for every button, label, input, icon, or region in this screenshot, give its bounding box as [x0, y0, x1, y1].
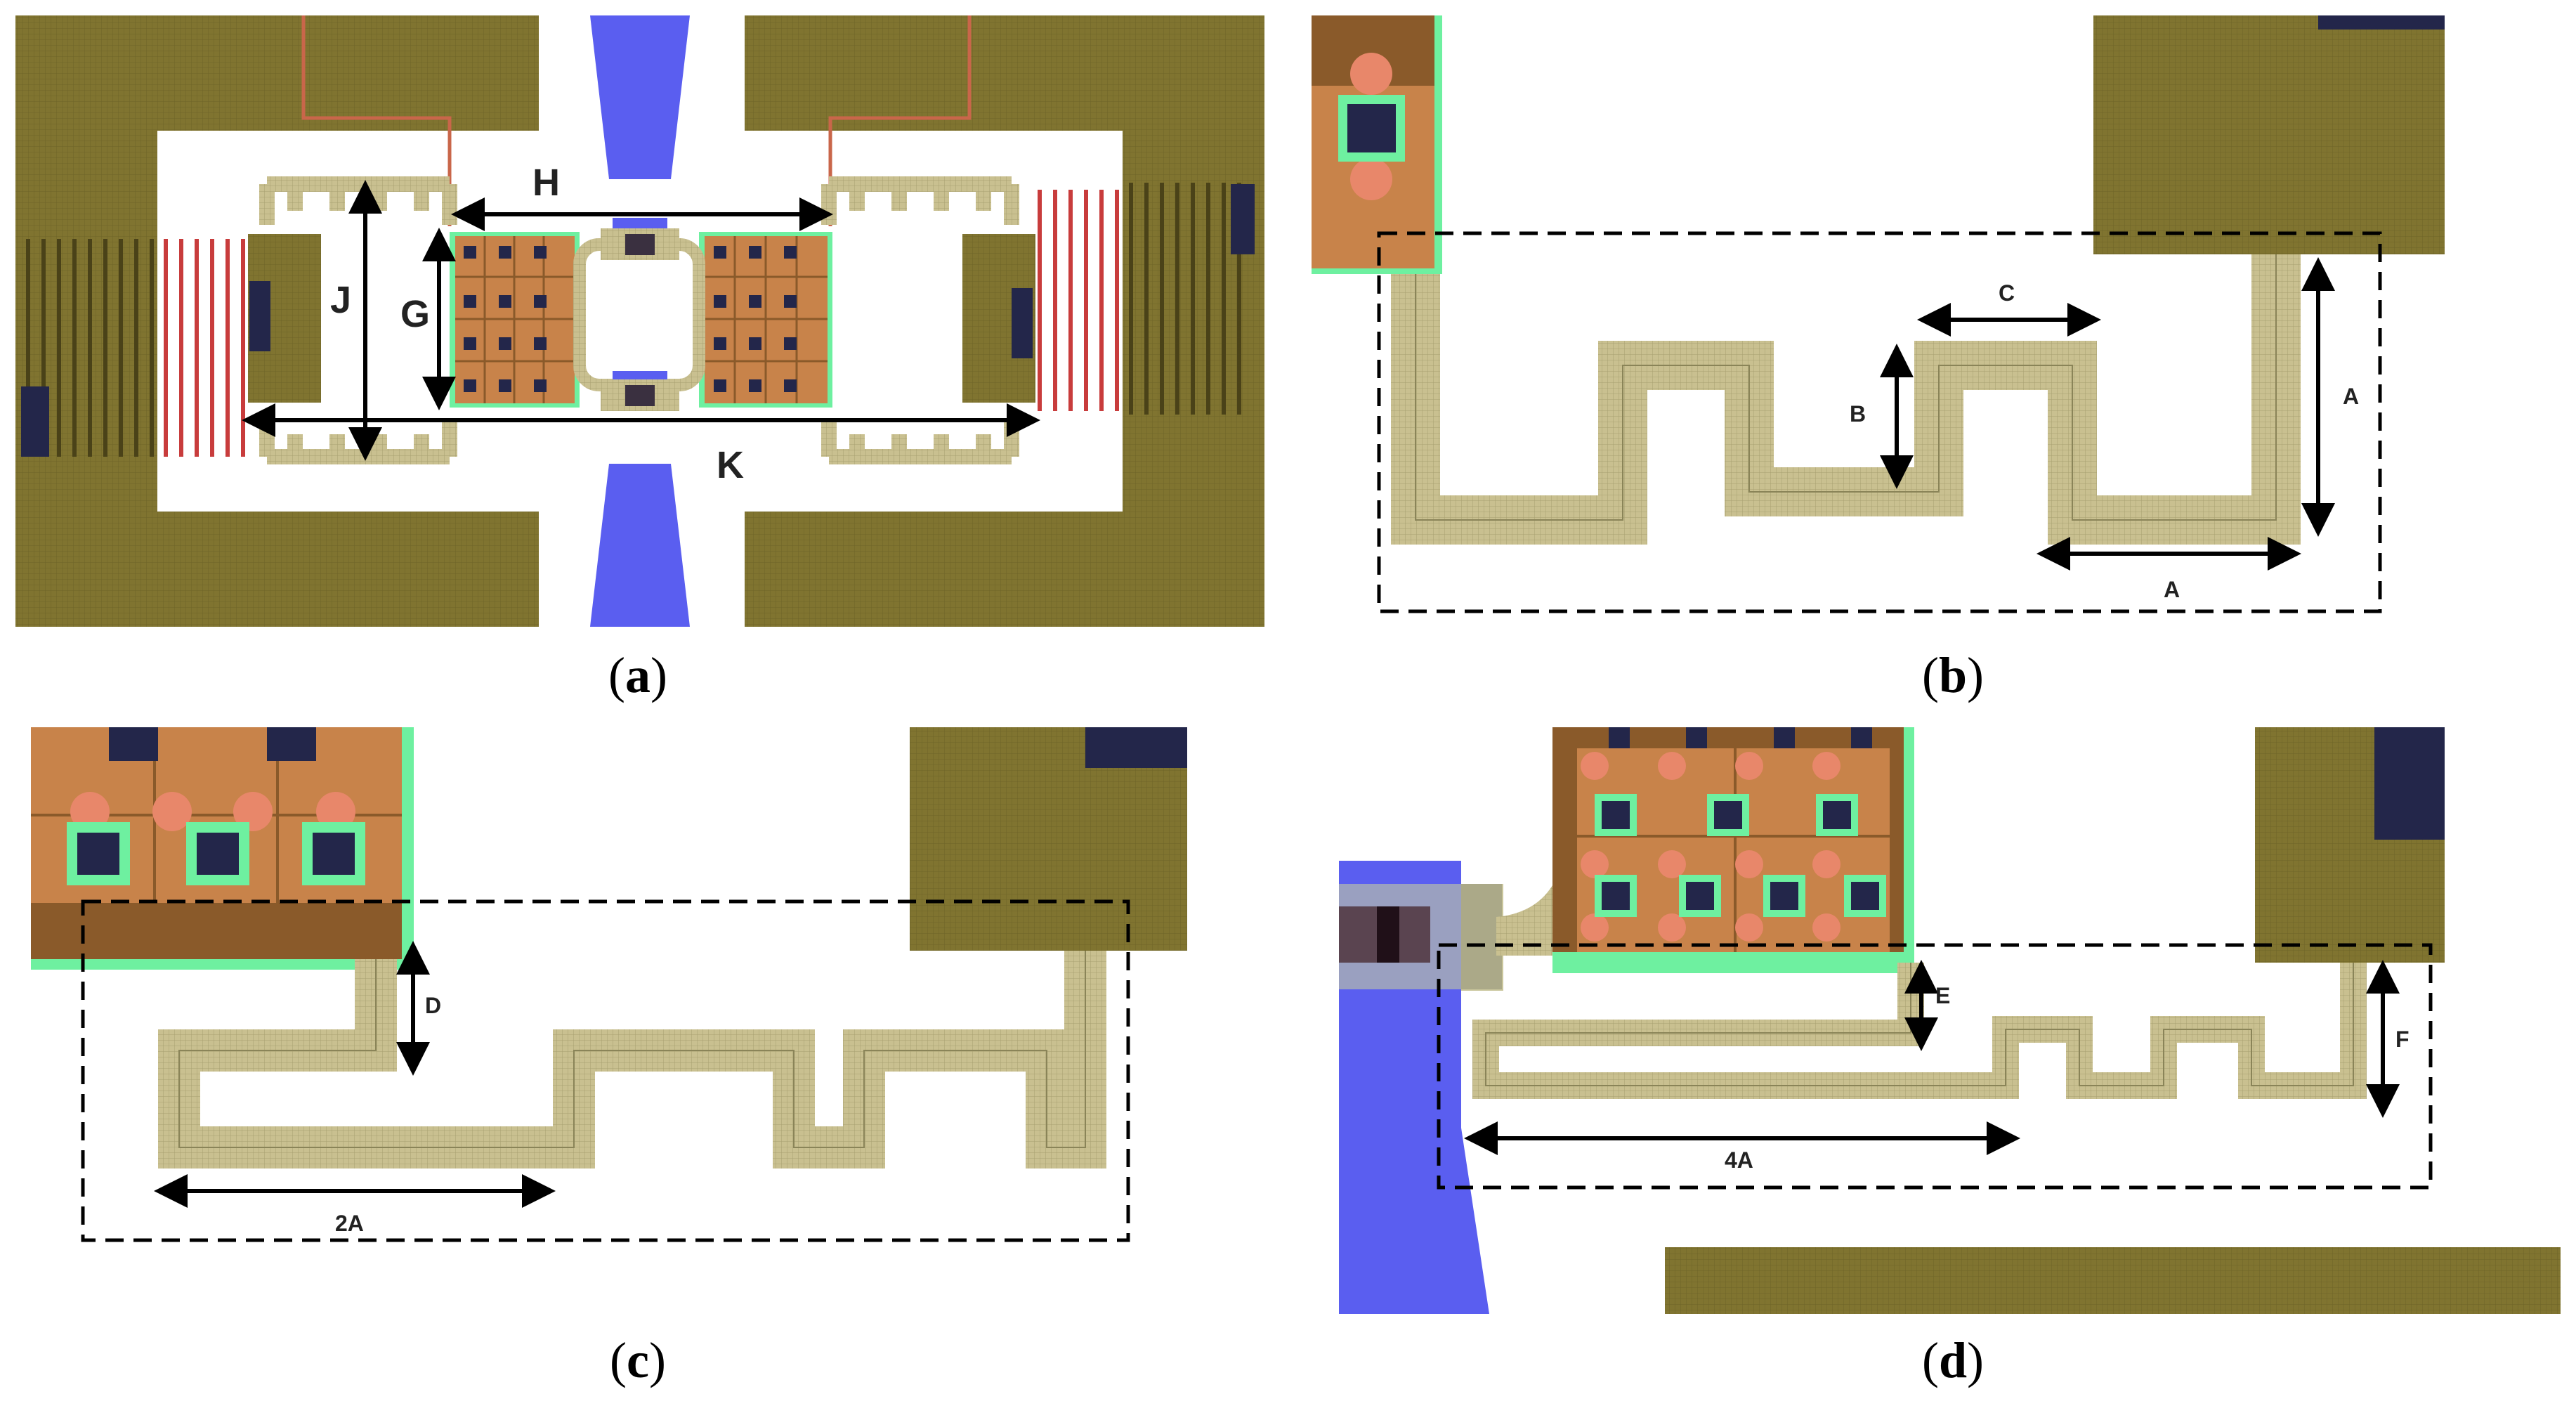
etch-hole-d-7	[1735, 850, 1763, 878]
label-b-a-horiz: A	[2164, 577, 2180, 602]
contact-c-1	[77, 833, 119, 875]
coupler-top-core	[625, 234, 655, 255]
waveguide-bottom	[590, 464, 690, 627]
anchor-bottom-right	[745, 512, 1264, 627]
etch-hole-d-10	[1658, 913, 1686, 942]
anchor-pad-c-contact	[1085, 727, 1187, 768]
proof-mass-left	[450, 232, 580, 408]
trace-top-right	[828, 15, 972, 226]
proof-mass-right	[699, 232, 832, 408]
caption-d: (d)	[1921, 1332, 1985, 1388]
contact-d-2	[1714, 801, 1742, 829]
etch-hole-d-9	[1581, 913, 1609, 942]
etch-hole-c-1	[70, 792, 110, 831]
contact-d-top-3	[1774, 727, 1795, 748]
spring-c	[158, 951, 1106, 1169]
caption-b: (b)	[1921, 647, 1985, 703]
dashed-box-b	[1377, 231, 2382, 613]
pad-right-contact	[1012, 288, 1033, 358]
contact-c-top-1	[109, 727, 158, 761]
panel-c: D 2A	[31, 727, 1187, 1242]
contact-d-top-2	[1686, 727, 1707, 748]
etch-hole-d-8	[1812, 850, 1841, 878]
etch-hole-d-5	[1581, 850, 1609, 878]
contact-d-top-4	[1851, 727, 1872, 748]
contact-c-top-2	[267, 727, 316, 761]
panel-d: E F 4A	[1339, 727, 2561, 1314]
label-d-f: F	[2395, 1027, 2410, 1052]
label-c-d: D	[425, 993, 441, 1018]
coupler-bottom-core	[625, 385, 655, 406]
spring-c-outline	[178, 951, 1086, 1148]
dashed-box-d	[1437, 943, 2433, 1190]
contact-d-5	[1686, 882, 1714, 910]
spring-d-outline	[1485, 963, 2354, 1086]
comb-drive-right	[1038, 183, 1255, 415]
waveguide-top	[590, 15, 690, 179]
etch-hole-b-2	[1350, 158, 1392, 200]
waveguide-d-joint	[1461, 884, 1503, 991]
mass-c-band	[31, 903, 402, 959]
label-c-2a: 2A	[335, 1211, 364, 1236]
spring-b-outline	[1415, 254, 2277, 521]
anchor-top-left	[15, 15, 539, 131]
waveguide-d-core-dark	[1377, 906, 1399, 963]
anchor-top-right	[745, 15, 1264, 131]
etch-hole-c-2	[152, 792, 192, 831]
dashed-box-c	[81, 899, 1130, 1242]
anchor-pad-d-contact	[2374, 727, 2445, 840]
etch-hole-d-2	[1658, 752, 1686, 780]
contact-d-top-1	[1609, 727, 1630, 748]
label-b-a-vert: A	[2343, 384, 2359, 409]
etch-hole-d-1	[1581, 752, 1609, 780]
anchor-bottom-left	[15, 512, 539, 627]
label-d-4a: 4A	[1725, 1147, 1753, 1173]
pad-left-contact	[249, 281, 270, 351]
contact-c-2	[197, 833, 239, 875]
label-b-c: C	[1999, 280, 2015, 306]
contact-d-4	[1602, 882, 1630, 910]
etch-hole-d-6	[1658, 850, 1686, 878]
caption-a: (a)	[608, 647, 667, 703]
comb-drive-left	[21, 239, 245, 457]
panel-b: A A B C	[1312, 15, 2445, 613]
connector-d	[1496, 885, 1552, 956]
contact-d-7	[1851, 882, 1879, 910]
etch-hole-b-1	[1350, 53, 1392, 95]
trace-top-left	[301, 15, 452, 226]
panel-a: H J G K	[15, 15, 1264, 627]
spring-b	[1391, 254, 2301, 545]
etch-hole-d-12	[1812, 913, 1841, 942]
contact-d-1	[1602, 801, 1630, 829]
caption-c: (c)	[610, 1332, 666, 1388]
contact-c-3	[313, 833, 355, 875]
spring-bottom-right	[821, 422, 1019, 464]
contact-d-6	[1770, 882, 1798, 910]
anchor-pad-b-contact	[2318, 15, 2445, 30]
label-k: K	[717, 444, 744, 486]
contact-d-3	[1823, 801, 1851, 829]
bottom-bar-d	[1665, 1247, 2561, 1314]
etch-hole-c-3	[233, 792, 273, 831]
etch-hole-d-4	[1812, 752, 1841, 780]
label-g: G	[400, 293, 430, 335]
etch-hole-d-3	[1735, 752, 1763, 780]
label-b-b: B	[1850, 401, 1866, 427]
label-h: H	[532, 162, 560, 204]
etch-hole-d-11	[1735, 913, 1763, 942]
contact-b	[1347, 104, 1396, 152]
etch-hole-c-4	[316, 792, 355, 831]
label-d-e: E	[1935, 983, 1950, 1008]
label-j: J	[330, 279, 351, 321]
anchor-pad-b	[2093, 15, 2445, 254]
mass-d-fill	[1577, 748, 1890, 952]
